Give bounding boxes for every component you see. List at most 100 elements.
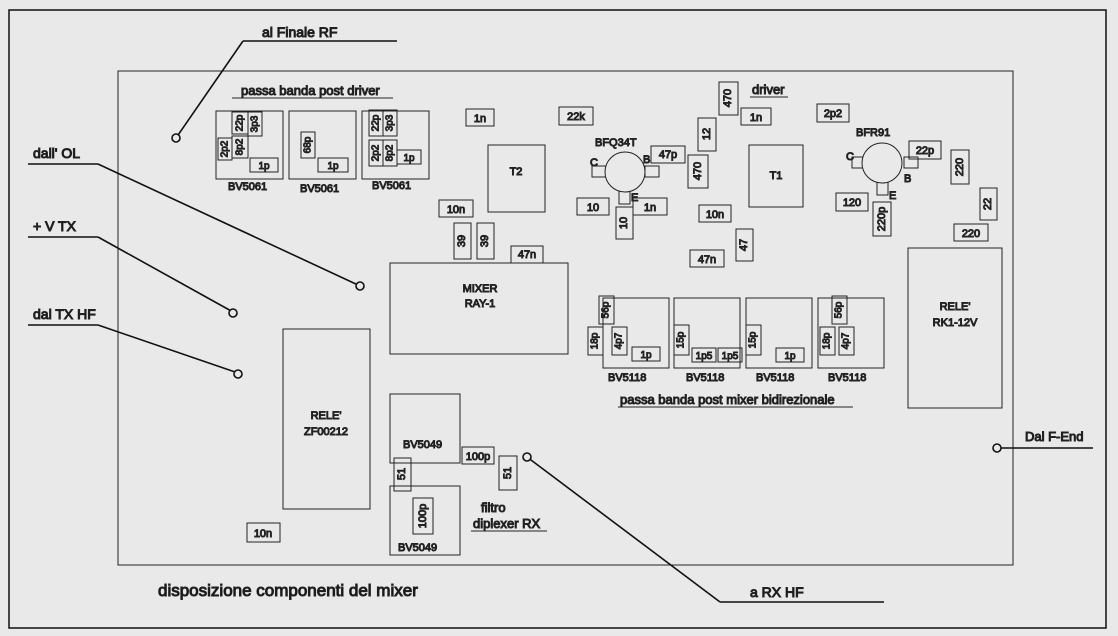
- bv5118-label-3: BV5118: [756, 372, 794, 384]
- al-finale-rf-pad: [171, 133, 181, 143]
- label-dall-ol: dall' OL: [33, 145, 80, 161]
- cap-68p: 68p: [303, 136, 314, 153]
- outer-frame: [8, 9, 1107, 629]
- cap-10n-c: 10n: [254, 528, 272, 540]
- cap-220p: 220p: [876, 207, 888, 231]
- cap-2p2: 2p2: [371, 144, 382, 161]
- cap-1p: 1p: [258, 161, 270, 172]
- cap-1n-b: 1n: [644, 202, 656, 214]
- bfr91-pin-b: B: [904, 173, 911, 185]
- relay-rk1-part-label: RK1-12V: [933, 317, 978, 329]
- label-dal-f-end: Dal F-End: [1025, 429, 1084, 444]
- label-v-tx: + V TX: [33, 218, 77, 234]
- bfr91-transistor: BFR91 C B E: [846, 127, 919, 203]
- cap-8p2: 8p2: [385, 144, 396, 161]
- cap-56p: 56p: [834, 301, 845, 318]
- bv5118-label-4: BV5118: [828, 372, 866, 384]
- pcb-board-outline: [117, 70, 1014, 566]
- cap-1n-a: 1n: [474, 113, 486, 125]
- t1-label: T1: [770, 170, 783, 182]
- res-220-b: 220: [962, 228, 980, 240]
- relay-rk1: [907, 247, 1003, 409]
- ind-47n-b: 47n: [698, 254, 716, 266]
- bv5061-label-1: BV5061: [228, 181, 267, 193]
- res-470-a: 470: [722, 89, 734, 107]
- dal-tx-hf-pad: [233, 369, 243, 379]
- cap-2p2-driver: 2p2: [824, 108, 842, 120]
- cap-1p5-b: 1p5: [722, 351, 739, 362]
- cap-100p-a: 100p: [417, 504, 429, 528]
- leader-lines: [28, 40, 1093, 603]
- bv5118-filter-4: 56p 18p 4p7 BV5118: [817, 295, 885, 385]
- bv5061-label-2: BV5061: [300, 183, 339, 195]
- v-tx-pad: [228, 308, 238, 318]
- cap-22p-driver: 22p: [916, 145, 934, 157]
- bv5049-label-top: BV5049: [403, 439, 442, 451]
- res-10-b: 10: [618, 217, 630, 229]
- bv5118-label-2: BV5118: [686, 372, 724, 384]
- res-39-b: 39: [479, 235, 491, 247]
- section-filtro: filtro: [481, 500, 506, 515]
- bv5049-module-top: [389, 393, 461, 464]
- res-10-a: 10: [587, 202, 599, 214]
- cap-18p: 18p: [822, 332, 833, 349]
- cap-47p: 47p: [659, 149, 677, 161]
- bfq34t-pin-c: C: [590, 157, 598, 169]
- res-51-b: 51: [502, 467, 514, 479]
- res-47: 47: [738, 239, 750, 251]
- cap-10n-b: 10n: [706, 209, 724, 221]
- bfq34t-pin-b: B: [643, 154, 650, 166]
- cap-15p: 15p: [748, 331, 759, 348]
- res-12: 12: [701, 128, 713, 140]
- cap-22p: 22p: [371, 114, 382, 131]
- cap-22p: 22p: [235, 114, 246, 131]
- res-39-a: 39: [456, 235, 468, 247]
- res-51-a: 51: [396, 468, 408, 480]
- cap-1p: 1p: [640, 350, 652, 361]
- cap-1n-c: 1n: [750, 112, 762, 124]
- mixer-ray1-module: [389, 262, 569, 355]
- bv5061-filter-3: 22p 2p2 8p2 3p3 1p BV5061: [361, 109, 430, 193]
- cap-1p: 1p: [327, 161, 339, 172]
- a-rx-hf-pad: [522, 452, 532, 462]
- mixer-label: MIXER: [463, 283, 498, 295]
- relay-zf00212: [282, 328, 371, 510]
- transformer-t1: [748, 144, 804, 208]
- section-post-mixer: passa banda post mixer bidirezionale: [620, 392, 835, 407]
- connection-points: [171, 133, 1002, 462]
- dall-ol-pad: [355, 281, 365, 291]
- section-diplexer: diplexer RX: [473, 516, 541, 531]
- section-driver: driver: [752, 82, 785, 97]
- section-post-driver: passa banda post driver: [241, 83, 380, 98]
- bv5118-filter-3: 15p 1p BV5118: [745, 297, 813, 385]
- label-dal-tx-hf: dal TX HF: [33, 306, 96, 322]
- bv5049-module-bottom: [389, 485, 461, 556]
- ind-47n-a: 47n: [518, 249, 536, 261]
- cap-100p-b: 100p: [466, 451, 490, 463]
- res-220-a: 220: [954, 158, 966, 176]
- cap-4p7: 4p7: [841, 332, 852, 349]
- bv5061-label-3: BV5061: [372, 180, 411, 192]
- cap-10n-a: 10n: [447, 204, 465, 216]
- cap-15p: 15p: [676, 331, 687, 348]
- res-22: 22: [982, 198, 994, 210]
- bfq34t-transistor: BFQ34T C B E: [590, 137, 660, 205]
- cap-8p2: 8p2: [235, 138, 246, 155]
- label-al-finale-rf: al Finale RF: [262, 24, 337, 40]
- bfr91-label: BFR91: [856, 127, 890, 139]
- diagram-title: disposizione componenti del mixer: [158, 581, 418, 600]
- cap-1p5-a: 1p5: [696, 351, 713, 362]
- cap-56p: 56p: [601, 301, 612, 318]
- cap-3p3: 3p3: [250, 115, 261, 132]
- relay-zf-rele-label: RELE': [311, 410, 342, 422]
- dal-f-end-pad: [992, 443, 1002, 453]
- res-470-b: 470: [692, 162, 704, 180]
- bv5118-filter-1: 56p 18p 4p7 1p BV5118: [587, 295, 670, 385]
- cap-18p: 18p: [590, 332, 601, 349]
- transformer-t2: [487, 144, 546, 213]
- cap-1p: 1p: [403, 153, 415, 164]
- cap-2p2: 2p2: [220, 140, 231, 157]
- bfr91-pin-e: E: [889, 190, 896, 202]
